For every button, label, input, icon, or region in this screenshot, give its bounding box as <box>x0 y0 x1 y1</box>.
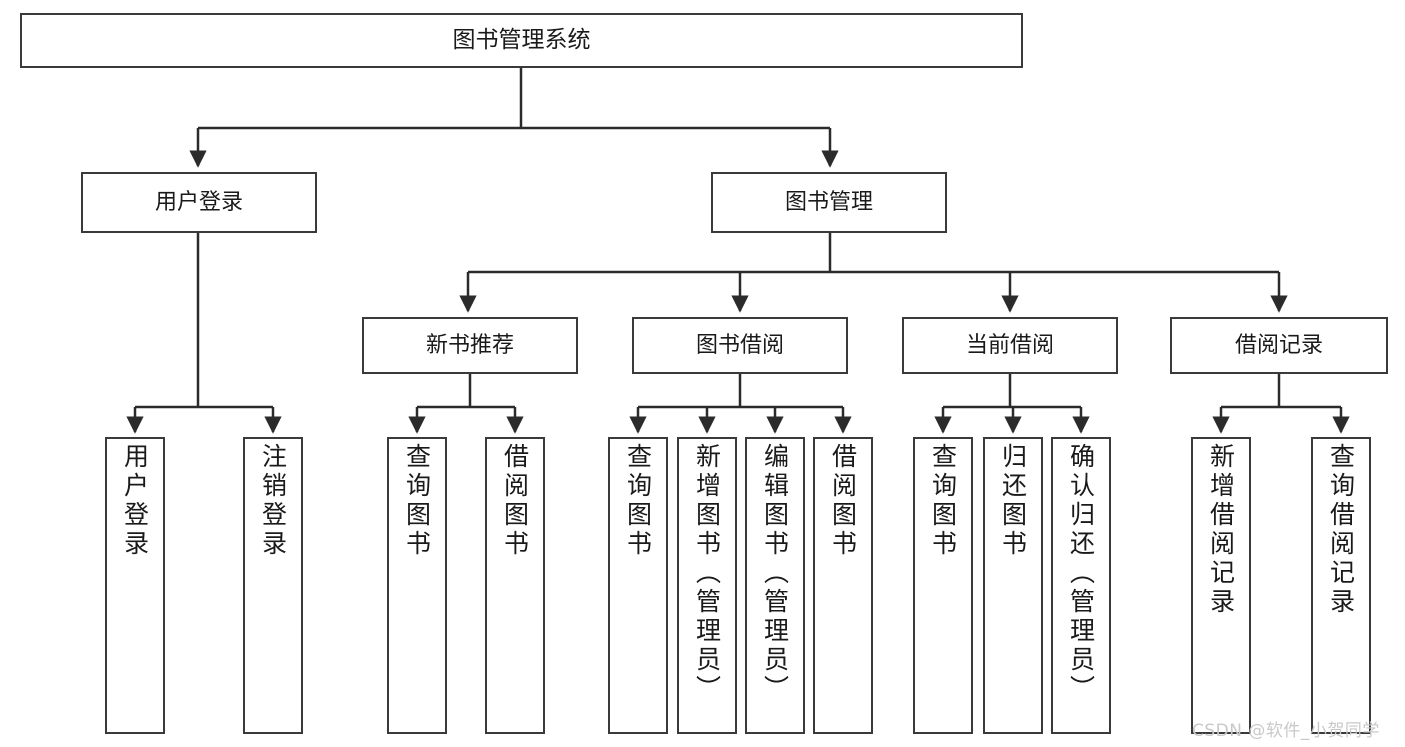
leaf-user-login-label: 用户登录 <box>120 443 150 559</box>
leaf-add-book-admin[interactable]: 新增图书（管理员） <box>677 437 737 734</box>
leaf-query-book-current-label: 查询图书 <box>928 443 958 559</box>
node-book-management-label: 图书管理 <box>784 189 873 215</box>
node-current-borrow[interactable]: 当前借阅 <box>902 317 1118 374</box>
leaf-query-borrow-record[interactable]: 查询借阅记录 <box>1311 437 1371 734</box>
node-current-borrow-label: 当前借阅 <box>965 332 1054 358</box>
node-book-borrow-label: 图书借阅 <box>695 332 784 358</box>
leaf-edit-book-admin[interactable]: 编辑图书（管理员） <box>745 437 805 734</box>
leaf-add-borrow-record[interactable]: 新增借阅记录 <box>1191 437 1251 734</box>
leaf-user-login[interactable]: 用户登录 <box>105 437 165 734</box>
leaf-return-book-label: 归还图书 <box>998 443 1028 559</box>
leaf-add-borrow-record-label: 新增借阅记录 <box>1206 443 1236 617</box>
node-user-login[interactable]: 用户登录 <box>81 172 317 233</box>
leaf-query-book-recommend[interactable]: 查询图书 <box>387 437 447 734</box>
leaf-confirm-return-admin-label: 确认归还（管理员） <box>1066 443 1096 704</box>
node-user-login-label: 用户登录 <box>154 189 243 215</box>
node-new-book-recommend[interactable]: 新书推荐 <box>362 317 578 374</box>
leaf-logout-label: 注销登录 <box>258 443 288 559</box>
node-book-borrow[interactable]: 图书借阅 <box>632 317 848 374</box>
leaf-query-book-recommend-label: 查询图书 <box>402 443 432 559</box>
leaf-logout[interactable]: 注销登录 <box>243 437 303 734</box>
node-borrow-record[interactable]: 借阅记录 <box>1170 317 1388 374</box>
node-root[interactable]: 图书管理系统 <box>20 13 1023 68</box>
leaf-edit-book-admin-label: 编辑图书（管理员） <box>760 443 790 704</box>
node-borrow-record-label: 借阅记录 <box>1234 332 1323 358</box>
node-new-book-recommend-label: 新书推荐 <box>425 332 514 358</box>
leaf-return-book[interactable]: 归还图书 <box>983 437 1043 734</box>
leaf-borrow-book-label: 借阅图书 <box>828 443 858 559</box>
leaf-borrow-book[interactable]: 借阅图书 <box>813 437 873 734</box>
leaf-confirm-return-admin[interactable]: 确认归还（管理员） <box>1051 437 1111 734</box>
csdn-watermark: CSDN @软件_小贺同学 <box>1192 721 1380 741</box>
leaf-query-book-borrow[interactable]: 查询图书 <box>608 437 668 734</box>
leaf-borrow-book-recommend[interactable]: 借阅图书 <box>485 437 545 734</box>
leaf-add-book-admin-label: 新增图书（管理员） <box>692 443 722 704</box>
leaf-borrow-book-recommend-label: 借阅图书 <box>500 443 530 559</box>
leaf-query-borrow-record-label: 查询借阅记录 <box>1326 443 1356 617</box>
leaf-query-book-current[interactable]: 查询图书 <box>913 437 973 734</box>
node-book-management[interactable]: 图书管理 <box>711 172 947 233</box>
node-root-label: 图书管理系统 <box>452 27 591 54</box>
leaf-query-book-borrow-label: 查询图书 <box>623 443 653 559</box>
